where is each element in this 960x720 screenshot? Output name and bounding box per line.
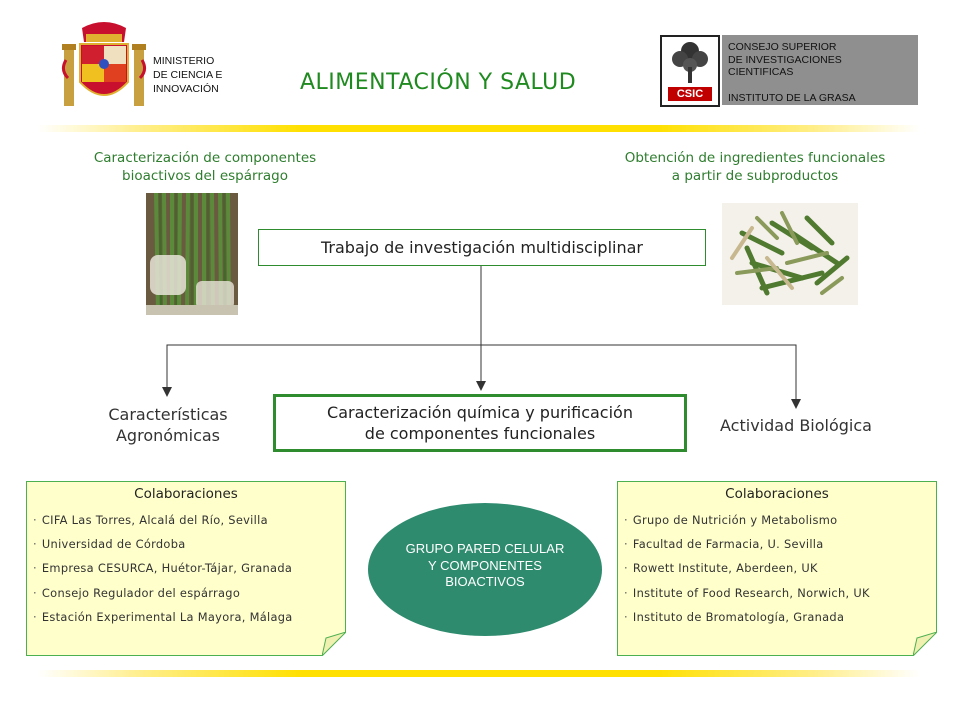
group-line: Y COMPONENTES — [368, 558, 602, 575]
collaborations-title: Colaboraciones — [618, 482, 936, 502]
collaborations-list: ·CIFA Las Torres, Alcalá del Río, Sevill… — [27, 508, 345, 629]
list-item: ·Estación Experimental La Mayora, Málaga — [33, 605, 345, 629]
collaborations-left-note: Colaboraciones ·CIFA Las Torres, Alcalá … — [26, 481, 346, 656]
chemical-characterization-box: Caracterización química y purificación d… — [273, 394, 687, 452]
group-line: GRUPO PARED CELULAR — [368, 541, 602, 558]
list-item: ·Grupo de Nutrición y Metabolismo — [624, 508, 936, 532]
list-item: ·Facultad de Farmacia, U. Sevilla — [624, 532, 936, 556]
collaborations-title: Colaboraciones — [27, 482, 345, 502]
list-item: ·Instituto de Bromatología, Granada — [624, 605, 936, 629]
list-item-text: Grupo de Nutrición y Metabolismo — [633, 513, 837, 527]
list-item-text: Institute of Food Research, Norwich, UK — [633, 586, 870, 600]
folded-corner-icon — [322, 632, 346, 656]
list-item: ·Institute of Food Research, Norwich, UK — [624, 581, 936, 605]
list-item-text: Facultad de Farmacia, U. Sevilla — [633, 537, 824, 551]
list-item-text: Universidad de Córdoba — [42, 537, 186, 551]
list-item: ·Empresa CESURCA, Huétor-Tájar, Granada — [33, 556, 345, 580]
list-item-text: Rowett Institute, Aberdeen, UK — [633, 561, 818, 575]
box-line: de componentes funcionales — [276, 423, 684, 444]
multidisciplinary-research-box: Trabajo de investigación multidisciplina… — [258, 229, 706, 266]
biological-activity-label: Actividad Biológica — [700, 415, 892, 436]
list-item-text: Empresa CESURCA, Huétor-Tájar, Granada — [42, 561, 292, 575]
label-line: Características — [88, 404, 248, 425]
list-item: ·CIFA Las Torres, Alcalá del Río, Sevill… — [33, 508, 345, 532]
collaborations-right-note: Colaboraciones ·Grupo de Nutrición y Met… — [617, 481, 937, 656]
list-item-text: Estación Experimental La Mayora, Málaga — [42, 610, 293, 624]
list-item: ·Consejo Regulador del espárrago — [33, 581, 345, 605]
collaborations-list: ·Grupo de Nutrición y Metabolismo ·Facul… — [618, 508, 936, 629]
list-item-text: Consejo Regulador del espárrago — [42, 586, 240, 600]
group-name: GRUPO PARED CELULAR Y COMPONENTES BIOACT… — [368, 541, 602, 591]
list-item-text: CIFA Las Torres, Alcalá del Río, Sevilla — [42, 513, 268, 527]
group-line: BIOACTIVOS — [368, 574, 602, 591]
list-item: ·Universidad de Córdoba — [33, 532, 345, 556]
label-line: Agronómicas — [88, 425, 248, 446]
agronomic-characteristics-label: Características Agronómicas — [88, 404, 248, 446]
box-line: Caracterización química y purificación — [276, 402, 684, 423]
list-item-text: Instituto de Bromatología, Granada — [633, 610, 844, 624]
list-item: ·Rowett Institute, Aberdeen, UK — [624, 556, 936, 580]
folded-corner-icon — [913, 632, 937, 656]
